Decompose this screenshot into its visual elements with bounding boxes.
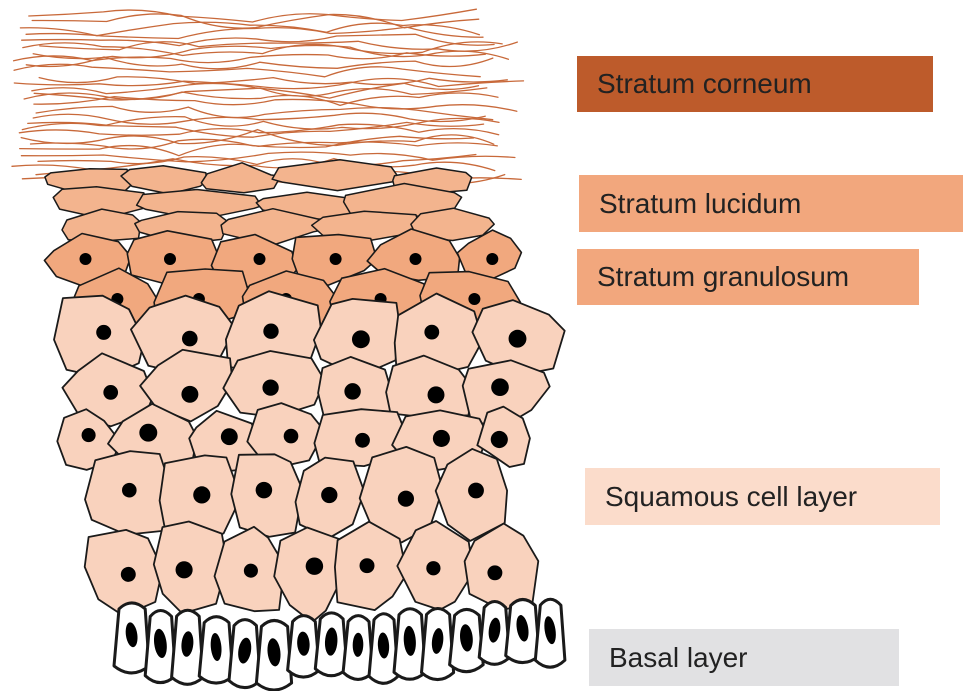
squamous-cell-nucleus [103, 385, 118, 400]
squamous-cell-nucleus [221, 428, 238, 445]
keratin-fibre [26, 27, 483, 38]
squamous-cell-nucleus [96, 325, 111, 340]
granular-cell-nucleus [468, 293, 480, 305]
stratum-corneum-label: Stratum corneum [577, 56, 933, 112]
granular-cell-nucleus [164, 253, 176, 265]
squamous-cell-layer-label-text: Squamous cell layer [605, 481, 857, 513]
basal-layer-cells [114, 599, 565, 690]
squamous-cell-nucleus [487, 565, 502, 580]
stratum-corneum-label-text: Stratum corneum [597, 68, 812, 100]
squamous-cell-nucleus [121, 567, 136, 582]
flattened-cell [62, 209, 141, 241]
keratin-fibre [22, 34, 494, 45]
squamous-cell-nucleus [306, 557, 323, 574]
squamous-cell-nucleus [181, 386, 198, 403]
squamous-cell-nucleus [433, 430, 450, 447]
granular-cell-nucleus [486, 253, 498, 265]
squamous-cell-nucleus [82, 428, 96, 442]
keratin-fibre [14, 78, 523, 88]
stratum-granulosum-label-text: Stratum granulosum [597, 261, 849, 293]
granular-cell-nucleus [80, 253, 92, 265]
squamous-cell-nucleus [262, 379, 278, 395]
squamous-cell-layer-label: Squamous cell layer [585, 468, 940, 525]
squamous-cell-nucleus [182, 331, 198, 347]
squamous-cell-layer-cells [54, 291, 565, 622]
squamous-cell-nucleus [284, 429, 299, 444]
squamous-cell-nucleus [321, 487, 337, 503]
squamous-cell-nucleus [139, 424, 157, 442]
squamous-cell-nucleus [355, 433, 370, 448]
stratum-lucidum-label-text: Stratum lucidum [599, 188, 801, 220]
granular-cell-nucleus [330, 253, 342, 265]
squamous-cell-nucleus [256, 482, 273, 499]
squamous-cell-nucleus [244, 564, 258, 578]
stratum-lucidum-cells [45, 160, 494, 246]
squamous-cell-nucleus [263, 324, 278, 339]
squamous-cell-nucleus [176, 561, 193, 578]
squamous-cell-nucleus [428, 386, 445, 403]
keratin-fibre [22, 122, 483, 137]
stratum-corneum-fibres [12, 9, 524, 183]
squamous-cell-nucleus [193, 486, 210, 503]
squamous-cell-nucleus [344, 383, 360, 399]
squamous-cell-nucleus [352, 330, 370, 348]
squamous-cell-nucleus [398, 491, 414, 507]
squamous-cell [274, 528, 342, 623]
squamous-cell-nucleus [424, 325, 439, 340]
squamous-cell-nucleus [360, 558, 375, 573]
keratin-fibre [39, 77, 507, 85]
keratin-fibre [34, 97, 517, 112]
stratum-lucidum-label: Stratum lucidum [579, 175, 963, 232]
granular-cell-nucleus [410, 253, 422, 265]
basal-layer-label-text: Basal layer [609, 642, 748, 674]
keratin-fibre [29, 9, 477, 22]
stratum-granulosum-label: Stratum granulosum [577, 249, 919, 305]
squamous-cell-nucleus [491, 431, 508, 448]
squamous-cell-nucleus [122, 483, 137, 498]
squamous-cell-nucleus [491, 378, 509, 396]
keratin-fibre [31, 136, 474, 149]
keratin-fibre [28, 117, 499, 129]
squamous-cell-nucleus [468, 483, 484, 499]
granular-cell-nucleus [254, 253, 266, 265]
squamous-cell-nucleus [509, 330, 527, 348]
basal-layer-label: Basal layer [589, 629, 899, 686]
squamous-cell-nucleus [426, 561, 440, 575]
